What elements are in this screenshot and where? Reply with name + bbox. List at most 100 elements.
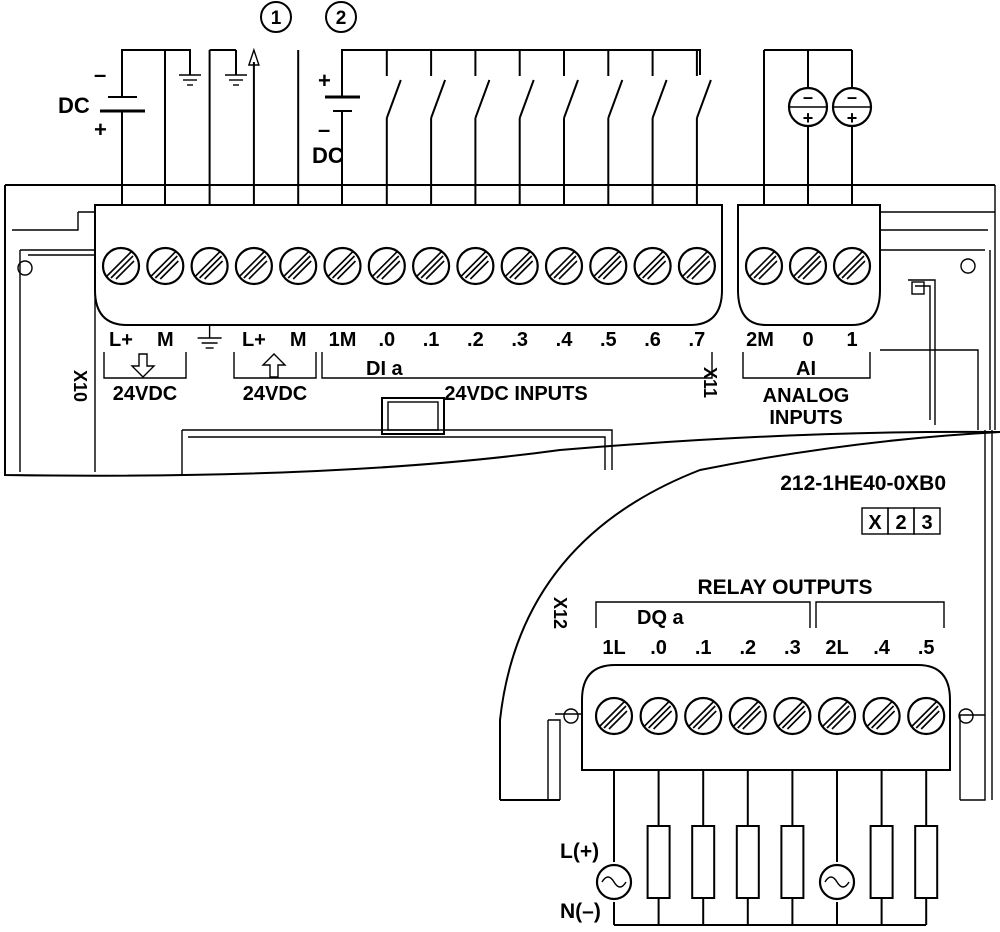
input-terminal-label: .5 (600, 329, 617, 351)
sensor-minus: – (847, 87, 857, 107)
terminal-lower-7 (907, 696, 946, 736)
power-labels: L(+) N(–) (560, 840, 601, 923)
terminal-lower-1 (639, 696, 678, 736)
version-box (913, 507, 941, 535)
dc-left-plus: + (94, 117, 107, 142)
ai-terminal-label: 1 (846, 329, 857, 351)
x10-terminal-label: L+ (109, 329, 133, 351)
sensor-plus: + (803, 108, 814, 128)
ai-terminal-label: 2M (746, 329, 774, 351)
dc-left-minus: – (94, 62, 106, 87)
load-icon (646, 825, 671, 899)
terminal-upper-11 (589, 246, 628, 286)
terminal-lower-0 (594, 696, 634, 736)
load-icon (914, 825, 939, 899)
load-icon (691, 825, 716, 899)
analog-sensors: –+–+ (787, 86, 873, 128)
terminal-upper-13 (677, 246, 717, 286)
version-box-label: X (868, 512, 882, 534)
x10-terminal-label: M (157, 329, 174, 351)
ac-source-icon (818, 863, 856, 901)
dc-source-left: DC – + (58, 49, 191, 205)
terminal-lower-3 (728, 696, 767, 736)
input-terminal-label: .4 (556, 329, 574, 351)
terminal-upper-2 (190, 246, 229, 286)
dc-right-plus: + (318, 68, 331, 93)
terminal-upper-12 (633, 246, 672, 286)
relay-terminal-label: 1L (602, 637, 625, 659)
callout-2-label: 2 (336, 8, 347, 29)
line-label: L(+) (560, 840, 599, 863)
ac-source-icon (595, 863, 633, 901)
terminal-ai-2 (832, 246, 872, 286)
dq-group-label: DQ a (637, 607, 685, 629)
input-group-label: DI a (366, 358, 404, 380)
load-icon (869, 825, 894, 899)
sensor-minus: – (803, 87, 813, 107)
terminal-upper-1 (146, 246, 185, 286)
lower-terminals (594, 696, 946, 736)
version-box-label: 3 (921, 512, 932, 534)
x10-group-2: 24VDC (243, 383, 307, 405)
terminal-lower-2 (684, 696, 723, 736)
arrow-up-icon (261, 353, 287, 378)
terminal-ai-1 (788, 246, 828, 286)
callout-1: 1 (260, 1, 292, 33)
relay-terminal-label: .1 (695, 637, 712, 659)
terminal-block-upper (94, 204, 881, 326)
terminal-lower-5 (817, 696, 857, 736)
input-terminal-label: .1 (423, 329, 440, 351)
terminal-upper-6 (367, 246, 406, 286)
upper-terminals (101, 246, 872, 286)
terminal-block-lower (581, 664, 951, 771)
x10-id: X10 (70, 370, 90, 402)
x12-id: X12 (550, 597, 570, 629)
x12-labels: RELAY OUTPUTS X12 DQ a (550, 576, 945, 629)
dc-source-right: + – DC (312, 49, 701, 205)
x10-terminal-label: L+ (242, 329, 266, 351)
terminal-upper-7 (412, 246, 451, 286)
dc-right-label: DC (312, 143, 344, 168)
dc-left-label: DC (58, 93, 90, 118)
x11-id: X11 (700, 367, 720, 398)
module-housing (4, 184, 1000, 477)
relay-terminal-label: .3 (784, 637, 801, 659)
part-number: 212-1HE40-0XB0 (780, 472, 946, 495)
input-terminal-label: .0 (378, 329, 395, 351)
analog-sensor-0: –+ (787, 86, 829, 128)
input-terminal-label: .3 (511, 329, 528, 351)
x10-terminal-label: M (290, 329, 307, 351)
ai-terminal-label: 0 (802, 329, 813, 351)
relay-outputs-label: RELAY OUTPUTS (697, 576, 872, 599)
ground-icon (197, 324, 222, 349)
lower-housing (499, 430, 1000, 801)
analog-label-1: ANALOG (763, 385, 850, 407)
relay-terminal-label: .2 (739, 637, 756, 659)
terminal-upper-9 (500, 246, 539, 286)
x11-labels: X11 AI ANALOG INPUTS (700, 352, 871, 429)
sensor-plus: + (847, 108, 858, 128)
terminal-lower-4 (773, 696, 812, 736)
inputs-section-label: 24VDC INPUTS (444, 383, 587, 405)
callout-1-label: 1 (271, 8, 282, 29)
terminal-upper-0 (101, 246, 141, 286)
terminal-upper-3 (234, 246, 273, 286)
input-terminal-label: .6 (644, 329, 661, 351)
ai-group-label: AI (796, 358, 816, 380)
terminal-ai-0 (744, 246, 784, 286)
analog-sensor-1: –+ (831, 86, 873, 128)
input-terminal-label: 1M (329, 329, 357, 351)
input-terminal-label: .2 (467, 329, 484, 351)
input-group-labels: DI a 24VDC INPUTS (321, 352, 713, 405)
arrow-down-icon (130, 353, 156, 378)
x10-groups: 24VDC 24VDC (103, 352, 317, 405)
relay-terminal-label: 2L (825, 637, 848, 659)
dc-right-minus: – (318, 117, 330, 142)
relay-terminal-label: .0 (650, 637, 667, 659)
